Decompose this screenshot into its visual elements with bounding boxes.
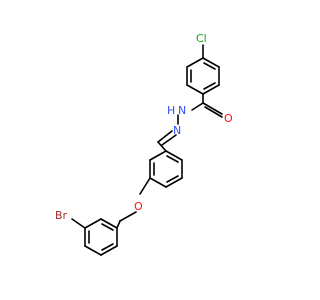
carbonyl-double-bond-b xyxy=(204,106,223,118)
carbonyl-double-bond-a xyxy=(202,102,223,115)
ch2-ring-bond xyxy=(116,220,121,229)
n-ch-double-bond-a xyxy=(157,130,173,143)
chlorophenyl-ring xyxy=(186,57,220,95)
structure-diagram: Cl O H N N O Br xyxy=(55,32,233,256)
ch-ring-bond xyxy=(157,141,167,152)
carbonyl-nh-bond xyxy=(191,102,204,111)
o-ch2-bond xyxy=(119,211,137,222)
amide-hydrogen-label: H xyxy=(167,104,175,117)
n-ch-double-bond-b xyxy=(161,134,177,146)
amide-nitrogen-label: N xyxy=(178,104,186,117)
central-ring xyxy=(149,150,183,188)
bromine-label: Br xyxy=(55,209,68,222)
molecule-drawing: Cl O H N N O Br xyxy=(55,32,233,256)
ring-o-bond xyxy=(139,177,151,195)
bromophenyl-ring xyxy=(84,218,118,256)
c-br-bond xyxy=(71,218,86,229)
carbonyl-oxygen-label: O xyxy=(224,112,233,125)
imine-nitrogen-label: N xyxy=(173,124,181,137)
chlorine-label: Cl xyxy=(196,32,207,45)
ether-oxygen-label: O xyxy=(134,200,143,213)
